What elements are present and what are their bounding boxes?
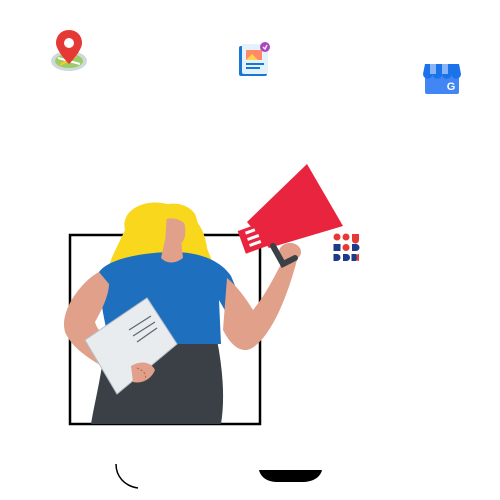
document-icon bbox=[84, 297, 178, 395]
brand-grid-icon bbox=[333, 233, 360, 261]
article-icon bbox=[239, 42, 270, 76]
map-pin-icon bbox=[51, 30, 87, 71]
bottom-bar bbox=[259, 470, 322, 482]
store-badge-letter: G bbox=[447, 81, 456, 93]
woman-megaphone-illustration bbox=[64, 164, 343, 426]
bottom-curve bbox=[115, 463, 139, 489]
raised-arm bbox=[223, 256, 297, 351]
store-icon: G bbox=[423, 64, 461, 94]
megaphone-icon bbox=[237, 164, 343, 268]
